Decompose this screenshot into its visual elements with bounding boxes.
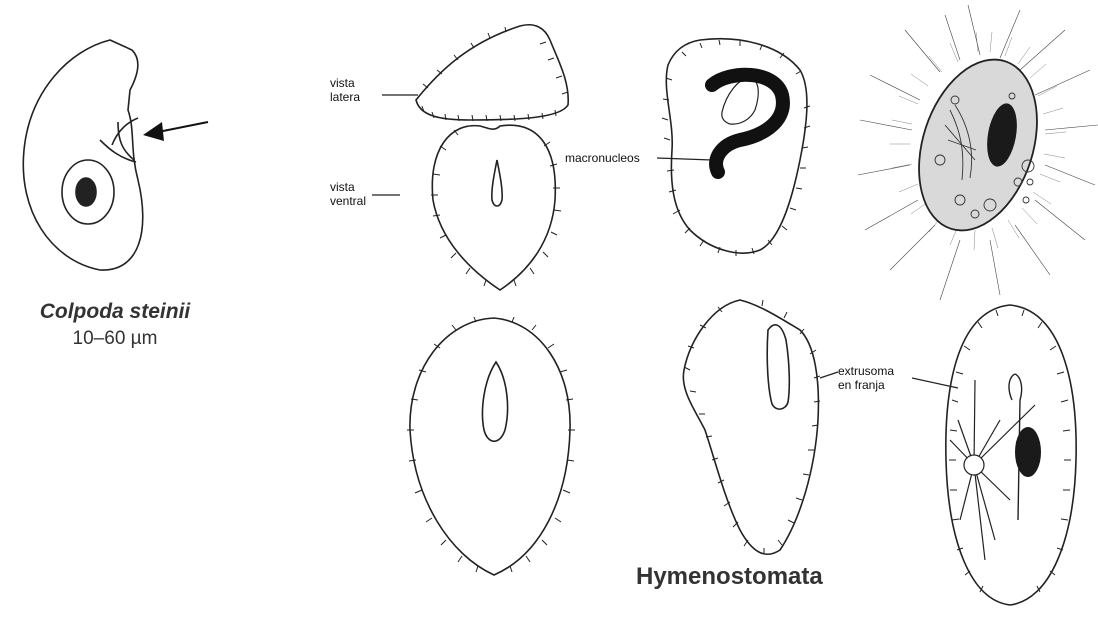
macronucleus-cell <box>662 39 810 256</box>
lateral-view-label: vista latera <box>330 76 360 104</box>
macronucleus-band <box>712 75 783 172</box>
radiating-ciliate-body <box>898 44 1057 245</box>
colpoda-macronucleus <box>76 178 96 206</box>
colpoda-steinii-cell <box>23 40 142 270</box>
extrusome-cell <box>946 305 1076 605</box>
extrusome-label: extrusoma en franja <box>838 364 894 392</box>
lateral-view-label-line2: latera <box>330 90 360 104</box>
lateral-view-cell <box>416 25 568 121</box>
extrusome-cell-macronucleus <box>1015 427 1041 477</box>
group-name: Hymenostomata <box>636 563 823 591</box>
species-name: Colpoda steinii <box>10 300 220 324</box>
lateral-view-label-line1: vista <box>330 76 360 90</box>
macronucleus-label: macronucleos <box>565 151 640 165</box>
ventral-view-label-line1: vista <box>330 180 366 194</box>
radiating-ciliate <box>858 5 1098 300</box>
extrusome-label-line2: en franja <box>838 378 894 392</box>
species-caption: Colpoda steinii 10–60 µm <box>10 300 220 350</box>
asymmetric-cell <box>683 300 820 554</box>
leader-extrusome <box>820 372 838 378</box>
species-size: 10–60 µm <box>10 328 220 350</box>
leader-macronucleus <box>657 158 712 160</box>
ventral-view-label-line2: ventral <box>330 194 366 208</box>
extrusome-label-line1: extrusoma <box>838 364 894 378</box>
ovoid-cell <box>407 317 575 575</box>
extrusome-star-center <box>964 455 984 475</box>
leader-lines <box>372 95 958 388</box>
ventral-view-label: vista ventral <box>330 180 366 208</box>
arrow-icon <box>143 122 208 141</box>
ventral-view-cell <box>431 125 561 290</box>
